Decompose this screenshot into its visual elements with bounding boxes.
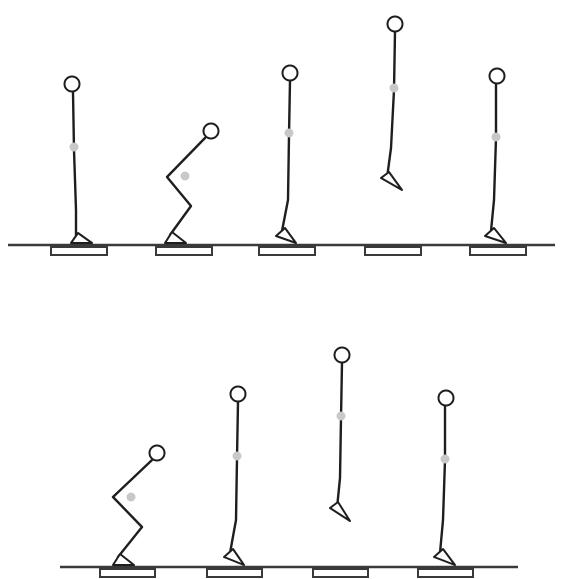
foot xyxy=(485,228,506,243)
center-of-mass-marker xyxy=(127,493,136,502)
head xyxy=(335,348,350,363)
stick-figure-push-off xyxy=(224,387,246,566)
stick-figure-landing xyxy=(485,69,506,244)
center-of-mass-marker xyxy=(390,84,399,93)
head xyxy=(388,17,403,32)
foot xyxy=(330,502,350,521)
force-plate xyxy=(207,569,262,577)
head xyxy=(490,69,505,84)
foot xyxy=(381,172,402,190)
stick-figure-landing xyxy=(434,391,455,566)
center-of-mass-marker xyxy=(233,452,242,461)
stick-figure-flight xyxy=(330,348,350,522)
body-segment xyxy=(387,32,395,178)
body-segment xyxy=(230,402,238,553)
center-of-mass-marker xyxy=(441,455,450,464)
stick-figure-flight xyxy=(381,17,403,191)
stick-figure-push-off xyxy=(276,66,298,244)
head xyxy=(65,77,80,92)
force-plate xyxy=(313,569,368,577)
center-of-mass-marker xyxy=(181,172,190,181)
body-segment xyxy=(440,406,445,553)
force-plate xyxy=(418,569,473,577)
center-of-mass-marker xyxy=(70,143,79,152)
force-plate xyxy=(259,247,315,255)
foot xyxy=(276,228,296,243)
foot xyxy=(113,554,134,565)
body-segment xyxy=(167,138,205,235)
body-segment xyxy=(282,81,290,231)
stick-figure-squat xyxy=(113,446,165,566)
foot xyxy=(71,233,92,243)
foot xyxy=(434,549,455,565)
center-of-mass-marker xyxy=(337,412,346,421)
head xyxy=(231,387,246,402)
head xyxy=(150,446,165,461)
stick-figure-standing xyxy=(65,77,93,244)
top-sequence-row xyxy=(8,17,555,256)
body-segment xyxy=(337,363,342,508)
body-segment xyxy=(73,92,76,236)
foot xyxy=(165,232,186,243)
body-segment xyxy=(491,84,496,231)
stick-figure-squat xyxy=(165,124,219,244)
force-plate xyxy=(51,247,107,255)
force-plate xyxy=(365,247,421,255)
bottom-sequence-row xyxy=(60,348,518,578)
head xyxy=(439,391,454,406)
head xyxy=(283,66,298,81)
body-segment xyxy=(113,460,152,557)
center-of-mass-marker xyxy=(285,129,294,138)
foot xyxy=(224,549,244,565)
head xyxy=(204,124,219,139)
force-plate xyxy=(470,247,526,255)
force-plate xyxy=(100,569,155,577)
force-plate xyxy=(156,247,212,255)
center-of-mass-marker xyxy=(492,133,501,142)
